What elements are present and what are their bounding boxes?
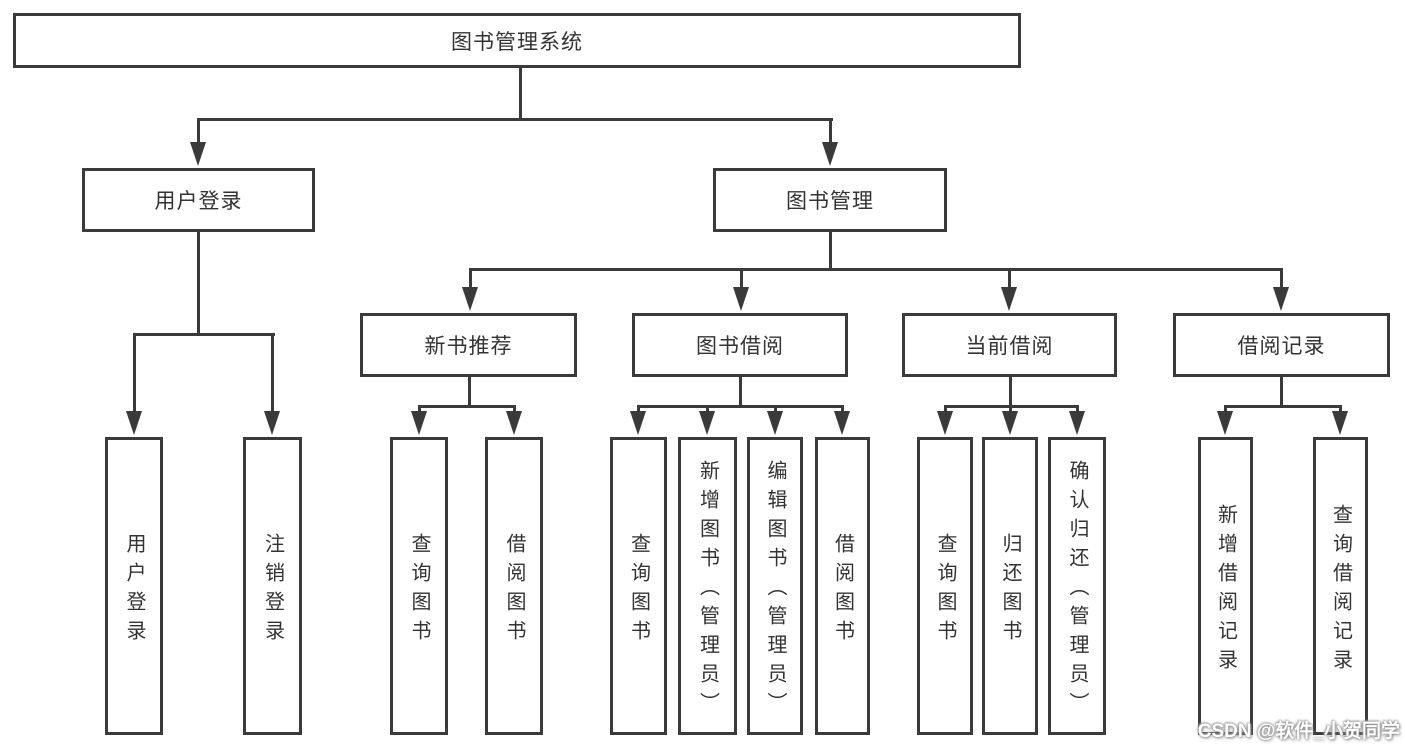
connector-stub: [513, 405, 516, 413]
arrow-down-icon: [733, 287, 749, 311]
leaf-query-books: 查询图书: [917, 437, 973, 735]
arrow-down-icon: [411, 411, 427, 435]
leaf-label: 编辑图书（管理员）: [764, 460, 786, 721]
connector-user-login-right: [271, 333, 274, 413]
arrow-down-icon: [264, 411, 280, 435]
connector-book-mgmt-bar: [469, 268, 1283, 271]
connector-current-stem: [1009, 375, 1012, 407]
node-label: 图书管理: [786, 190, 874, 213]
connector-stub: [944, 405, 947, 413]
arrow-down-icon: [1001, 287, 1017, 311]
node-book-borrow: 图书借阅: [632, 313, 848, 377]
arrow-down-icon: [1217, 411, 1233, 435]
connector-stub: [706, 405, 709, 413]
arrow-down-icon: [822, 142, 838, 166]
arrow-down-icon: [767, 411, 783, 435]
connector-stub: [637, 405, 640, 413]
connector-root-bar: [197, 118, 833, 121]
leaf-label: 用户登录: [123, 532, 145, 649]
connector-stub: [469, 268, 472, 289]
node-borrow-records: 借阅记录: [1173, 313, 1390, 377]
connector-recommend-bar: [418, 405, 516, 408]
leaf-return-books: 归还图书: [982, 437, 1038, 735]
connector-root-right-stub: [829, 118, 832, 146]
arrow-down-icon: [630, 411, 646, 435]
leaf-query-borrow-record: 查询借阅记录: [1313, 437, 1368, 735]
connector-records-stem: [1280, 375, 1283, 407]
leaf-add-books-admin: 新增图书（管理员）: [678, 437, 737, 735]
connector-stub: [774, 405, 777, 413]
leaf-logout: 注销登录: [243, 437, 302, 735]
leaf-label: 查询图书: [934, 532, 956, 649]
node-label: 图书管理系统: [451, 30, 583, 54]
leaf-label: 查询借阅记录: [1329, 503, 1352, 678]
node-label: 图书借阅: [696, 335, 784, 358]
leaf-borrow-books: 借阅图书: [815, 437, 870, 735]
leaf-label: 借阅图书: [831, 532, 854, 649]
node-label: 用户登录: [154, 190, 243, 213]
connector-root-left-stub: [197, 118, 200, 146]
leaf-edit-books-admin: 编辑图书（管理员）: [747, 437, 803, 735]
connector-records-bar: [1224, 405, 1342, 408]
connector-user-login-left: [133, 333, 136, 413]
arrow-down-icon: [126, 411, 142, 435]
leaf-label: 新增借阅记录: [1214, 503, 1237, 678]
node-library-management-system: 图书管理系统: [13, 13, 1021, 68]
connector-stub: [1076, 405, 1079, 413]
arrow-down-icon: [834, 411, 850, 435]
connector-borrow-bar: [637, 405, 844, 408]
leaf-label: 查询图书: [408, 532, 430, 649]
connector-stub: [841, 405, 844, 413]
node-user-login: 用户登录: [82, 168, 315, 232]
connector-stub: [1280, 268, 1283, 289]
connector-stub: [1224, 405, 1227, 413]
connector-stub: [418, 405, 421, 413]
connector-stub: [1008, 268, 1011, 289]
connector-stub: [740, 268, 743, 289]
leaf-borrow-books: 借阅图书: [485, 437, 543, 735]
arrow-down-icon: [699, 411, 715, 435]
leaf-label: 归还图书: [999, 532, 1021, 649]
leaf-label: 注销登录: [261, 532, 284, 649]
leaf-query-books: 查询图书: [610, 437, 667, 735]
leaf-label: 查询图书: [627, 532, 650, 649]
connector-stub: [1339, 405, 1342, 413]
node-book-management: 图书管理: [713, 168, 947, 232]
csdn-watermark: CSDN @软件_小贺同学: [1197, 721, 1400, 742]
arrow-down-icon: [1069, 411, 1085, 435]
arrow-down-icon: [462, 287, 478, 311]
connector-user-login-bar: [133, 333, 275, 336]
node-label: 借阅记录: [1237, 335, 1326, 358]
connector-recommend-stem: [468, 375, 471, 407]
leaf-label: 确认归还（管理员）: [1066, 460, 1088, 721]
leaf-query-books: 查询图书: [390, 437, 448, 735]
leaf-confirm-return-admin: 确认归还（管理员）: [1048, 437, 1106, 735]
leaf-label: 新增图书（管理员）: [696, 460, 719, 721]
leaf-add-borrow-record: 新增借阅记录: [1198, 437, 1253, 735]
arrow-down-icon: [1273, 287, 1289, 311]
node-current-borrow: 当前借阅: [902, 313, 1117, 377]
connector-stub: [1009, 405, 1012, 413]
connector-book-mgmt-stem: [829, 230, 832, 270]
arrow-down-icon: [937, 411, 953, 435]
arrow-down-icon: [190, 142, 206, 166]
arrow-down-icon: [1332, 411, 1348, 435]
arrow-down-icon: [1002, 411, 1018, 435]
leaf-user-login: 用户登录: [105, 437, 163, 735]
connector-user-login-stem: [197, 230, 200, 335]
node-label: 新书推荐: [424, 335, 513, 358]
node-label: 当前借阅: [965, 335, 1054, 358]
connector-borrow-stem: [739, 375, 742, 407]
arrow-down-icon: [506, 411, 522, 435]
leaf-label: 借阅图书: [503, 532, 525, 649]
connector-root-stem: [519, 66, 522, 120]
node-new-book-recommend: 新书推荐: [360, 313, 577, 377]
